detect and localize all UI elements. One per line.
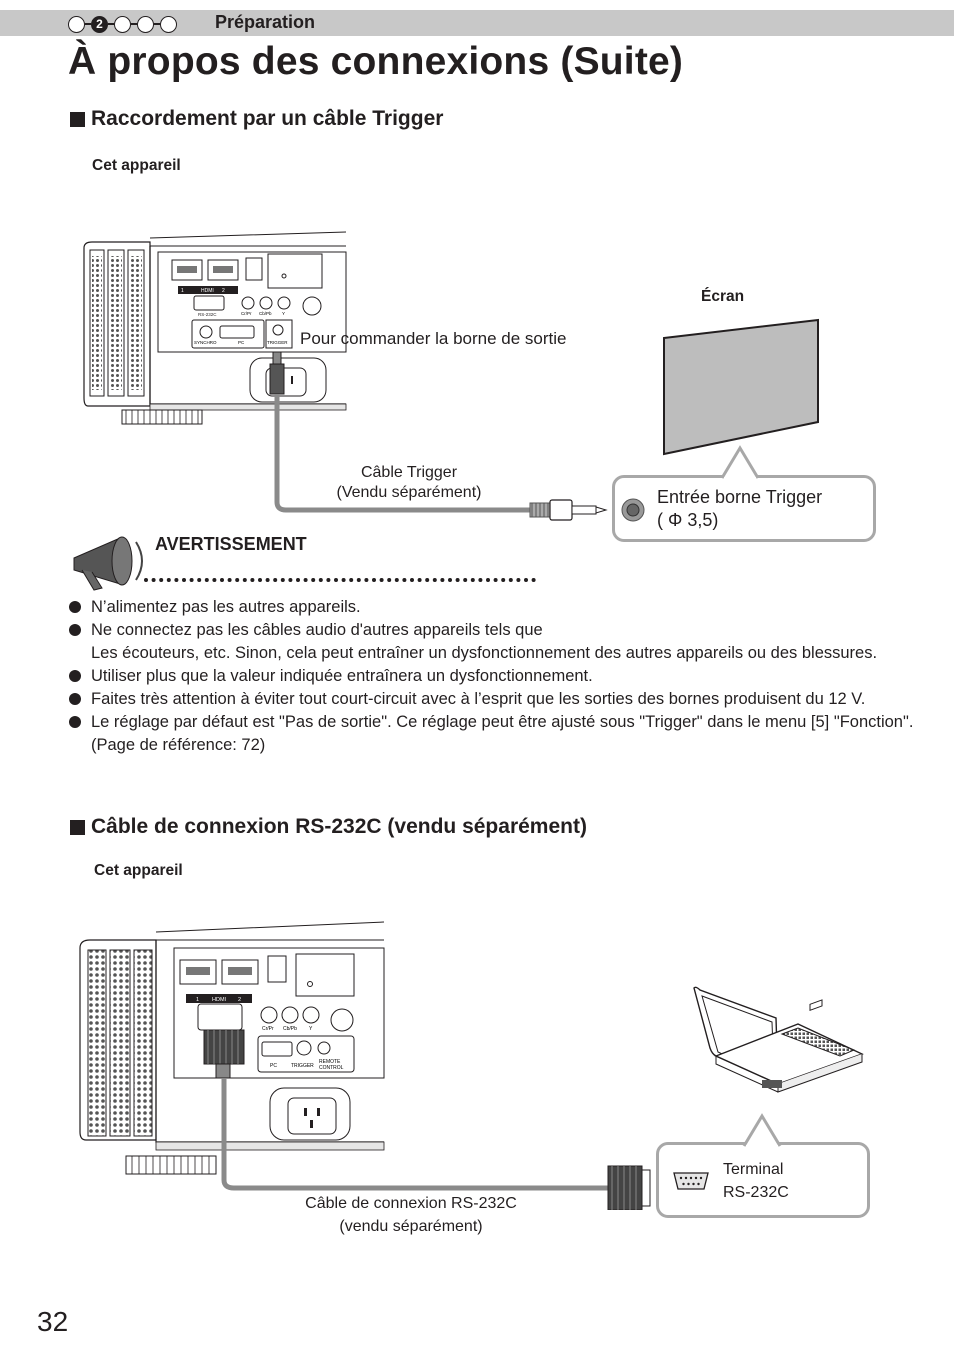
panel2-cr-label: Cr/Pr [262,1026,274,1032]
trigger-input-label-1: Entrée borne Trigger [657,487,823,507]
step-5 [160,15,177,33]
panel2-pc-label: PC [270,1063,277,1069]
jack-icon [621,498,645,522]
trigger-cable-label-2: (Vendu séparément) [336,484,482,501]
step-3 [114,15,131,33]
panel1-y-label: Y [282,311,285,316]
section-heading-trigger: Raccordement par un câble Trigger [70,107,443,131]
rs232c-cable-label-2: (vendu séparément) [339,1218,483,1235]
bubble-pointer [720,445,760,480]
warning-dotted-divider [144,578,538,582]
trigger-input-label-2: ( Φ 3,5) [657,510,719,530]
rs232c-cable [221,1078,651,1210]
warning-item: Le réglage par défaut est "Pas de sortie… [68,711,918,757]
panel1-cb-label: Cb/Pb [259,311,272,316]
chapter-label: Préparation [215,12,316,32]
screen-illustration [663,318,819,456]
panel1-cr-label: Cr/Pr [241,311,252,316]
section-heading-rs232c-text: Câble de connexion RS-232C (vendu séparé… [91,815,587,838]
step-4 [137,15,154,33]
trigger-input-bubble [612,475,876,542]
step-indicator: 2 [68,14,177,34]
header-bar [0,10,954,36]
rs232c-cable-label-1: Câble de connexion RS-232C [305,1195,517,1212]
trigger-cable-label-1: Câble Trigger [360,464,458,481]
warning-title: AVERTISSEMENT [155,534,307,554]
panel1-synchro-label: SYNCHRO [194,340,217,345]
panel2-y-label: Y [309,1026,313,1032]
terminal-label-2: RS-232C [723,1184,789,1201]
panel1-hdmi-1-label: 1 [181,288,184,294]
warning-item-line: Ne connectez pas les câbles audio d'autr… [91,621,543,639]
warning-list: N’alimentez pas les autres appareils. Ne… [68,596,918,757]
step-1 [68,15,85,33]
serial-port-icon [673,1172,709,1190]
warning-item-line: Les écouteurs, etc. Sinon, cela peut ent… [91,644,878,662]
screen-label: Écran [701,288,745,305]
device-label-2: Cet appareil [94,862,183,879]
section-heading-rs232c: Câble de connexion RS-232C (vendu séparé… [70,815,587,839]
warning-item: N’alimentez pas les autres appareils. [68,596,918,619]
trigger-cable [274,394,608,521]
panel2-cb-label: Cb/Pb [283,1026,297,1032]
page-number: 32 [37,1306,69,1337]
page-title: À propos des connexions (Suite) [68,40,684,83]
panel2-control-label: CONTROL [319,1065,344,1071]
step-2-active: 2 [91,15,108,33]
warning-item: Ne connectez pas les câbles audio d'autr… [68,619,918,665]
bubble-pointer [742,1113,782,1148]
panel2-hdmi-2-label: 2 [238,997,241,1003]
panel1-trigger-label: TRIGGER [267,340,288,345]
panel2-remote-label: REMOTE [319,1059,341,1065]
panel1-pc-label: PC [238,340,245,345]
megaphone-icon [73,536,143,591]
section-heading-trigger-text: Raccordement par un câble Trigger [91,107,444,130]
panel2-trigger-label: TRIGGER [291,1063,314,1069]
heading-square-icon [70,819,85,835]
panel1-hdmi-2-label: 2 [222,288,225,294]
warning-item: Faites très attention à éviter tout cour… [68,688,918,711]
trigger-caption: Pour commander la borne de sortie [300,329,567,348]
heading-square-icon [70,111,85,127]
terminal-label-1: Terminal [723,1161,784,1178]
panel2-hdmi-label: HDMI [212,997,227,1003]
panel2-hdmi-1-label: 1 [196,997,199,1003]
device-label-1: Cet appareil [92,157,181,174]
projector-rear-diagram-2: 1 HDMI 2 Cr/Pr Cb/Pb Y PC TRIGGER REMOTE… [79,921,385,1175]
panel1-hdmi-label: HDMI [201,288,214,294]
panel1-rs232c-label: RS-232C [198,312,217,317]
laptop-illustration [693,986,864,1093]
projector-rear-diagram-1: 1 HDMI 2 RS-232C Cr/Pr Cb/Pb Y SYNCHRO P… [83,231,347,425]
warning-item: Utiliser plus que la valeur indiquée ent… [68,665,918,688]
